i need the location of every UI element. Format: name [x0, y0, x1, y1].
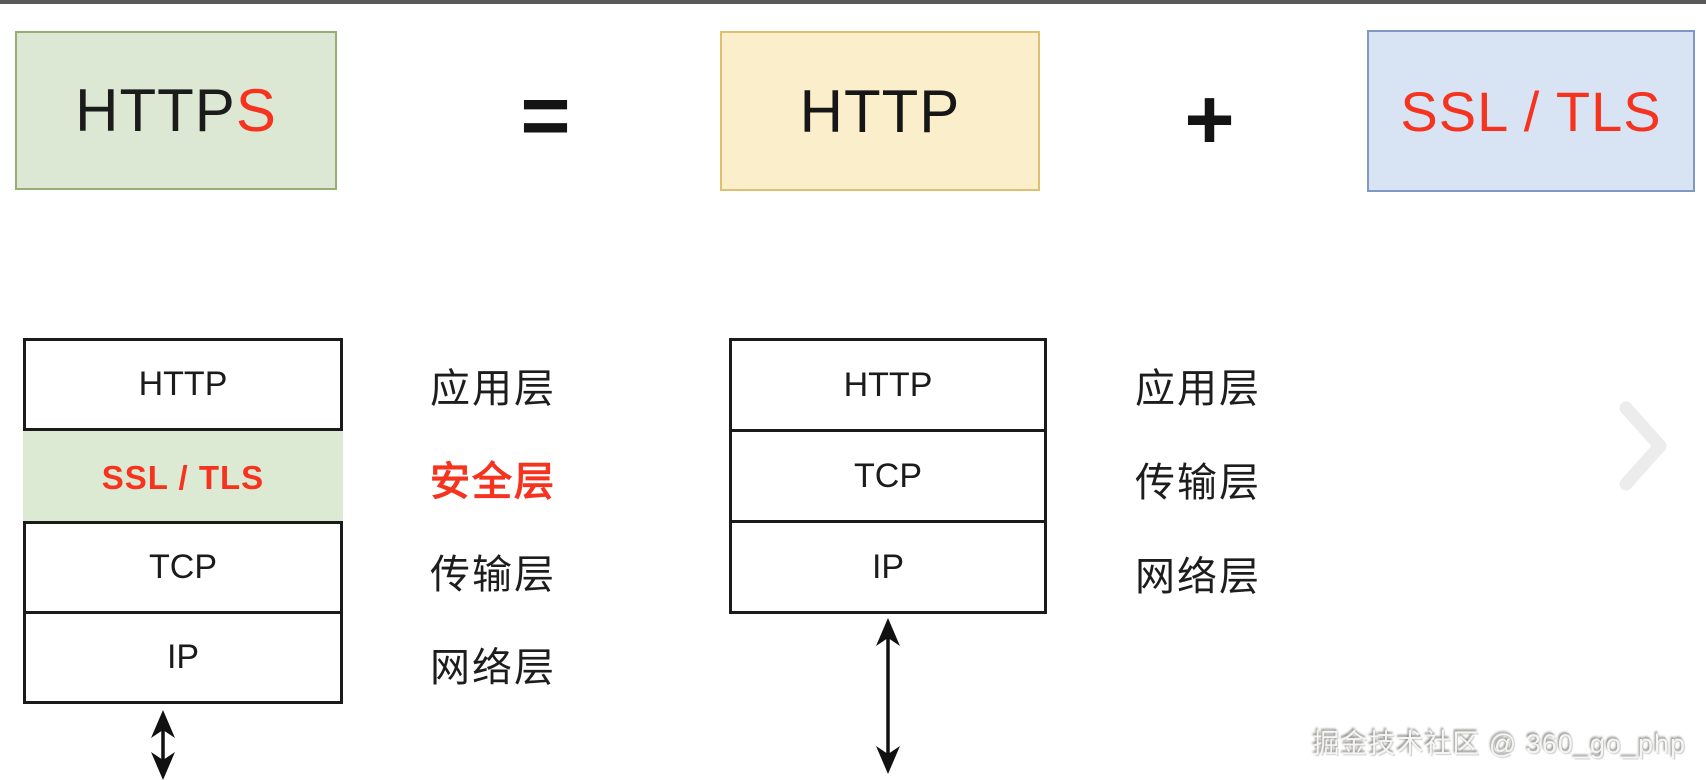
layer-label-security: 安全层	[430, 459, 556, 504]
layer-label-transport: 传输层	[430, 552, 556, 597]
layer-label-transport: 传输层	[1135, 461, 1261, 505]
http-protocol-stack: HTTP TCP IP	[729, 338, 1047, 614]
double-headed-vertical-arrow-icon	[142, 708, 184, 780]
http-label: HTTP	[799, 77, 961, 145]
equals-sign: =	[520, 67, 571, 164]
ssl-tls-label: SSL / TLS	[1400, 79, 1662, 143]
double-headed-vertical-arrow-icon	[868, 616, 908, 776]
http-stack-row-ip: IP	[729, 520, 1047, 614]
http-equation-box: HTTP	[720, 31, 1040, 191]
https-label-black: HTTP	[75, 77, 236, 144]
plus-sign: +	[1184, 71, 1235, 168]
layer-label-application: 应用层	[1135, 367, 1261, 411]
https-protocol-stack: HTTP SSL / TLS TCP IP	[23, 338, 343, 704]
layer-label-network: 网络层	[1135, 555, 1261, 599]
https-stack-row-ip: IP	[23, 611, 343, 704]
https-stack-row-http: HTTP	[23, 338, 343, 431]
ssl-tls-equation-box: SSL / TLS	[1367, 30, 1695, 192]
layer-label-application: 应用层	[430, 366, 556, 411]
http-stack-row-http: HTTP	[729, 338, 1047, 432]
http-stack-layer-labels: 应用层 传输层 网络层	[1135, 338, 1261, 620]
https-label-red-s: S	[235, 77, 277, 144]
watermark-text: 掘金技术社区 @ 360_go_php	[1312, 729, 1686, 759]
top-border-strip	[0, 0, 1706, 4]
https-stack-row-tcp: TCP	[23, 521, 343, 614]
layer-label-network: 网络层	[430, 645, 556, 690]
http-stack-row-tcp: TCP	[729, 429, 1047, 523]
https-stack-row-ssl-tls: SSL / TLS	[23, 431, 343, 524]
chevron-right-icon[interactable]	[1612, 398, 1674, 494]
https-stack-layer-labels: 应用层 安全层 传输层 网络层	[430, 338, 556, 710]
